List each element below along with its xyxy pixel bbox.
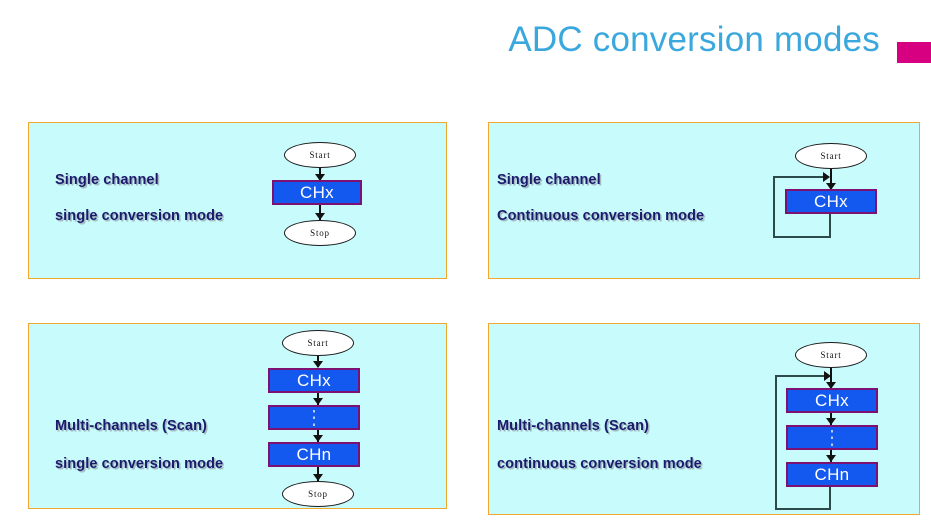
panel-4-loop-left [775,375,777,509]
panel-3-channel-box-chx: CHx [268,368,360,393]
panel-2-arrow-into-chx [826,183,836,190]
panel-4-start-node: Start [795,342,867,368]
panel-3-arrow-into-chx [313,361,323,368]
panel-4-connector-start-to-chx [830,368,832,388]
panel-1-caption-line2: single conversion mode [55,208,224,224]
panel-4-channel-box-ellipsis: ⋮ [786,425,878,450]
panel-3-channel-box-ellipsis: ⋮ [268,405,360,430]
panel-1-arrow-into-stop [315,213,325,220]
panel-4-arrow-into-chx [826,382,836,389]
panel-3-arrow-into-dots [313,398,323,405]
panel-1-connector-chx-to-stop [319,205,321,220]
panel-3-ellipsis-glyph: ⋮ [307,405,321,428]
panel-2-caption-line1: Single channel [497,172,601,188]
title-accent-bar [897,42,931,63]
panel-4-channel-box-chn: CHn [786,462,878,487]
panel-3-caption-line2: single conversion mode [55,456,224,472]
panel-1-caption-line1: Single channel [55,172,159,188]
panel-4-channel-box-chx: CHx [786,388,878,413]
panel-2-loop-top [773,176,825,178]
panel-2-channel-box-chx: CHx [785,189,877,214]
panel-2-caption-line2: Continuous conversion mode [497,208,705,224]
panel-3-channel-box-chn: CHn [268,442,360,467]
panel-4-arrow-into-dots [826,418,836,425]
panel-3-caption-line1: Multi-channels (Scan) [55,418,207,434]
panel-3-arrow-into-stop [313,474,323,481]
page-title: ADC conversion modes [508,20,880,59]
panel-4-loop-top [775,375,826,377]
panel-1-arrow-into-chx [315,174,325,181]
panel-3-arrow-into-chn [313,435,323,442]
panel-4-arrow-into-chn [826,455,836,462]
panel-2-start-node: Start [795,143,867,169]
panel-2-loop-down [829,214,831,237]
panel-1-channel-box-chx: CHx [272,180,362,205]
panel-1-stop-node: Stop [284,220,356,246]
panel-2-loop-left [773,176,775,237]
panel-4-caption-line1: Multi-channels (Scan) [497,418,649,434]
panel-2-loop-bottom [773,236,831,238]
panel-2-loop-arrow [823,172,830,182]
panel-3-start-node: Start [282,330,354,356]
panel-multi-channels-single-conversion [28,323,447,509]
panel-3-stop-node: Stop [282,481,354,507]
panel-2-connector-start-to-chx [830,169,832,189]
panel-single-channel-single-conversion [28,122,447,279]
panel-4-loop-arrow [824,371,831,381]
panel-1-start-node: Start [284,142,356,168]
panel-4-loop-down [829,487,831,509]
panel-4-loop-bottom [775,508,831,510]
panel-4-ellipsis-glyph: ⋮ [825,425,839,448]
panel-4-caption-line2: continuous conversion mode [497,456,702,472]
